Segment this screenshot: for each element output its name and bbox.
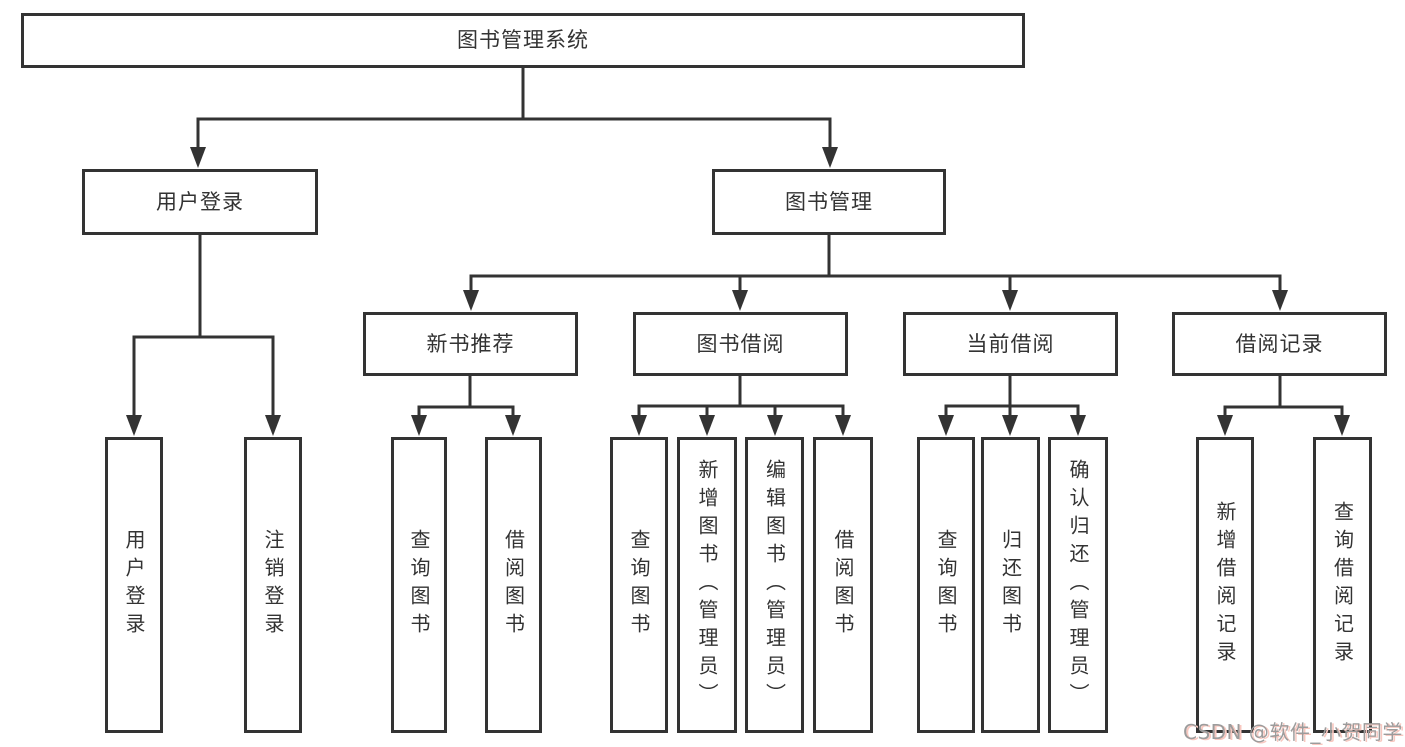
leaf-confirm-return-admin: 确认归还（管理员） xyxy=(1048,437,1108,733)
leaf-query-book-borrow: 查询图书 xyxy=(610,437,668,733)
connector-level1-rail xyxy=(196,117,832,152)
arrow-leaf-return xyxy=(1002,415,1018,436)
node-new-book-recommend: 新书推荐 xyxy=(363,312,578,376)
arrow-to-record xyxy=(1272,290,1288,311)
node-label: 查询图书 xyxy=(627,529,651,641)
node-label: 借阅记录 xyxy=(1235,331,1324,356)
arrow-to-user-login xyxy=(190,147,206,168)
node-label: 图书管理 xyxy=(785,189,873,214)
leaf-edit-book-admin: 编辑图书（管理员） xyxy=(745,437,804,733)
connector-level2-rail xyxy=(469,274,1282,295)
connector-current-rail xyxy=(944,404,1080,420)
node-current-borrow: 当前借阅 xyxy=(903,312,1118,376)
node-book-borrow: 图书借阅 xyxy=(633,312,848,376)
arrow-leaf-logout xyxy=(265,415,281,436)
arrow-leaf-user-login xyxy=(126,415,142,436)
arrow-leaf-query-3 xyxy=(938,415,954,436)
arrow-to-recommend xyxy=(463,290,479,311)
connector-recommend-rail xyxy=(417,405,515,420)
node-label: 查询借阅记录 xyxy=(1330,501,1355,669)
node-label: 借阅图书 xyxy=(831,529,855,641)
watermark: CSDN @软件_小贺同学 xyxy=(1183,720,1403,744)
arrow-leaf-query-record xyxy=(1334,415,1350,436)
node-label: 当前借阅 xyxy=(966,331,1055,356)
node-label: 用户登录 xyxy=(122,529,146,641)
arrowheads xyxy=(126,147,1350,436)
node-root: 图书管理系统 xyxy=(21,13,1025,68)
node-label: 新增借阅记录 xyxy=(1213,501,1237,669)
node-label: 新增图书（管理员） xyxy=(695,459,719,711)
node-user-login: 用户登录 xyxy=(82,169,318,235)
leaf-borrow-book-borrow: 借阅图书 xyxy=(813,437,873,733)
leaf-user-login: 用户登录 xyxy=(105,437,163,733)
node-label: 借阅图书 xyxy=(501,529,526,641)
arrow-leaf-query-1 xyxy=(411,415,427,436)
node-borrow-records: 借阅记录 xyxy=(1172,312,1387,376)
arrow-to-book-mgmt xyxy=(822,147,838,168)
arrow-leaf-add-record xyxy=(1217,415,1233,436)
leaf-logout: 注销登录 xyxy=(244,437,302,733)
node-label: 归还图书 xyxy=(998,529,1023,641)
arrow-leaf-borrow-1 xyxy=(505,415,521,436)
node-book-mgmt: 图书管理 xyxy=(712,169,946,235)
leaf-query-book-recommend: 查询图书 xyxy=(391,437,447,733)
leaf-add-borrow-record: 新增借阅记录 xyxy=(1196,437,1254,733)
node-label: 查询图书 xyxy=(407,529,431,641)
node-label: 图书借阅 xyxy=(696,331,785,356)
node-label: 图书管理系统 xyxy=(457,28,589,52)
connector-borrow-rail xyxy=(637,404,845,420)
leaf-add-book-admin: 新增图书（管理员） xyxy=(677,437,737,733)
node-label: 确认归还（管理员） xyxy=(1066,459,1090,711)
leaf-borrow-book-recommend: 借阅图书 xyxy=(485,437,542,733)
arrow-leaf-add-book xyxy=(699,415,715,436)
node-label: 新书推荐 xyxy=(426,331,515,356)
leaf-return-book: 归还图书 xyxy=(981,437,1040,733)
arrow-to-current xyxy=(1002,290,1018,311)
arrow-to-borrow xyxy=(732,290,748,311)
connector-login-rail xyxy=(132,335,275,420)
arrow-leaf-borrow-2 xyxy=(835,415,851,436)
arrow-leaf-edit-book xyxy=(767,415,783,436)
leaf-query-borrow-record: 查询借阅记录 xyxy=(1313,437,1372,733)
node-label: 查询图书 xyxy=(934,529,958,641)
leaf-query-book-current: 查询图书 xyxy=(917,437,975,733)
node-label: 用户登录 xyxy=(156,189,244,214)
arrow-leaf-confirm-return xyxy=(1070,415,1086,436)
node-label: 编辑图书（管理员） xyxy=(762,459,787,711)
node-label: 注销登录 xyxy=(261,529,285,641)
connector-record-rail xyxy=(1223,405,1344,420)
arrow-leaf-query-2 xyxy=(631,415,647,436)
